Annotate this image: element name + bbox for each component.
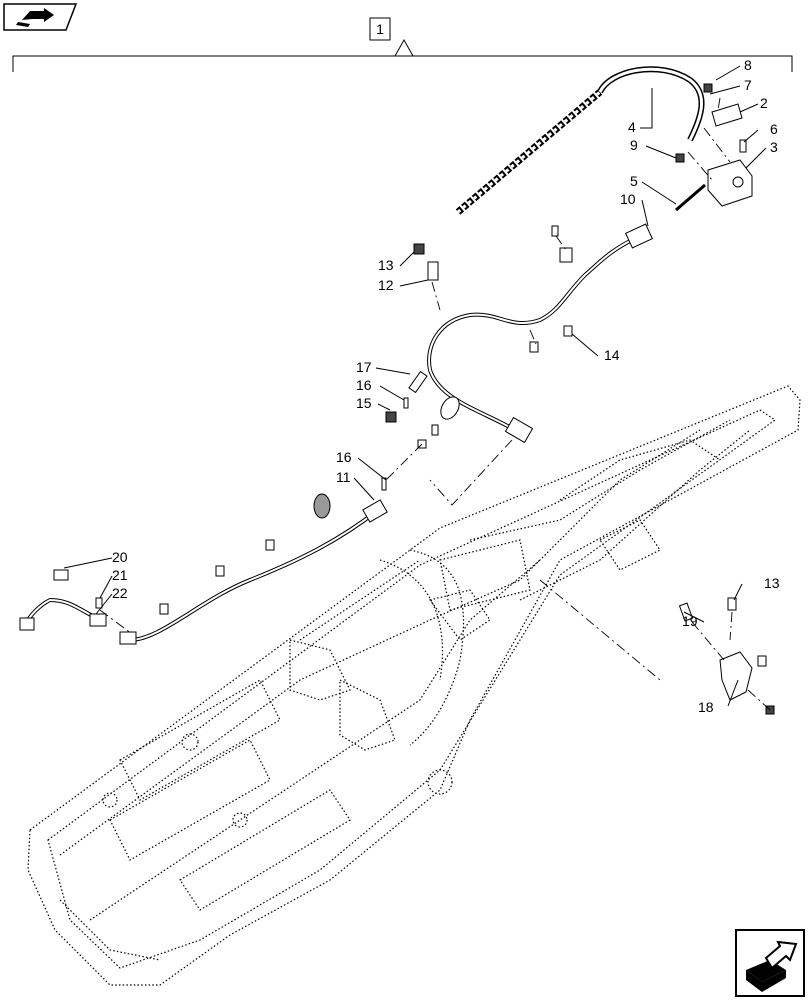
callout-9: 9 xyxy=(630,137,638,153)
callout-13-right: 13 xyxy=(764,575,780,591)
callout-21: 21 xyxy=(112,567,128,583)
callout-3: 3 xyxy=(770,139,778,155)
callout-14: 14 xyxy=(604,347,620,363)
callout-11: 11 xyxy=(336,469,351,485)
callout-6: 6 xyxy=(770,121,778,137)
callout-22: 22 xyxy=(112,585,128,601)
next-view-arrow-icon[interactable] xyxy=(735,929,805,997)
callout-19: 19 xyxy=(682,613,698,629)
callout-2: 2 xyxy=(760,95,768,111)
callout-5: 5 xyxy=(630,173,638,189)
main-frame xyxy=(27,385,801,986)
callout-18: 18 xyxy=(698,699,714,715)
chain-hose xyxy=(455,89,603,215)
fasteners xyxy=(53,225,775,715)
hose-assembly xyxy=(19,223,654,645)
callout-10: 10 xyxy=(620,191,636,207)
callout-17: 17 xyxy=(356,359,372,375)
hose-loop xyxy=(597,66,705,142)
valve-block xyxy=(675,83,753,212)
callout-13-top: 13 xyxy=(378,257,394,273)
assembly-view-icon[interactable] xyxy=(3,3,78,31)
callout-16-lower: 16 xyxy=(336,449,352,465)
callout-16-upper: 16 xyxy=(356,377,372,393)
assembly-bracket: 1 xyxy=(12,17,793,72)
callout-4: 4 xyxy=(628,119,636,135)
leader-lines xyxy=(63,65,767,707)
callout-15: 15 xyxy=(356,395,372,411)
alignment-lines xyxy=(99,97,771,711)
callout-7: 7 xyxy=(744,77,752,93)
callout-12: 12 xyxy=(378,277,394,293)
callout-1: 1 xyxy=(376,21,384,37)
callout-20: 20 xyxy=(112,549,128,565)
callout-8: 8 xyxy=(744,57,752,73)
callout-labels: 8 7 2 4 6 9 3 5 10 13 12 14 17 16 15 16 … xyxy=(112,57,780,715)
